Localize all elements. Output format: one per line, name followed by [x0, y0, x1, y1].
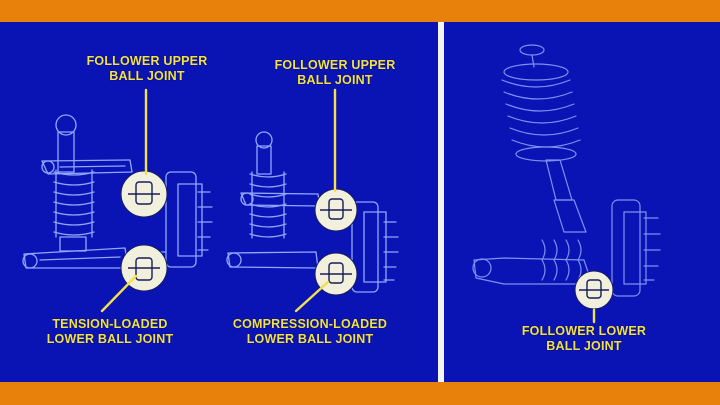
- label-compression-loaded-lower-ball-joint: COMPRESSION-LOADED LOWER BALL JOINT: [232, 317, 388, 346]
- strut-suspension-drawing: [472, 44, 661, 324]
- leader-line-tension-lower: [100, 274, 138, 313]
- tension-diagram-upper-control-arm: [41, 159, 133, 175]
- strut-coil-spring: [501, 44, 581, 162]
- tension-diagram-lower-control-arm: [22, 247, 129, 269]
- label-tension-loaded-lower-ball-joint: TENSION-LOADED LOWER BALL JOINT: [46, 317, 174, 346]
- label-strut-follower-lower-ball-joint: FOLLOWER LOWER BALL JOINT: [521, 324, 647, 353]
- strut-body: [545, 159, 587, 233]
- label-tension-follower-upper-ball-joint: FOLLOWER UPPER BALL JOINT: [86, 54, 208, 83]
- tension-diagram-shock-absorber: [53, 114, 95, 252]
- strut-knuckle-hub: [611, 199, 661, 297]
- strut-lower-control-arm: [472, 239, 593, 285]
- right-panel-strut-diagram: FOLLOWER LOWER BALL JOINT: [444, 22, 720, 382]
- left-panel-short-long-arm-diagrams: FOLLOWER UPPER BALL JOINT FOLLOWER UPPER…: [0, 22, 438, 382]
- compression-diagram-shock-absorber: [249, 131, 287, 239]
- sla-suspension-drawings: [22, 88, 399, 313]
- leader-line-compression-lower: [294, 280, 330, 313]
- compression-diagram-knuckle-hub: [351, 201, 399, 293]
- compression-diagram-lower-control-arm: [226, 251, 319, 269]
- panel-divider: [438, 22, 444, 382]
- label-compression-follower-upper-ball-joint: FOLLOWER UPPER BALL JOINT: [274, 58, 396, 87]
